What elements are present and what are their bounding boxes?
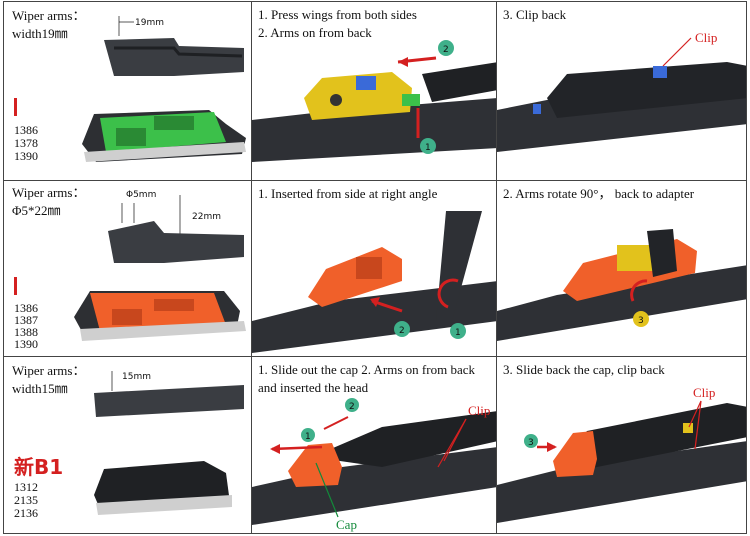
arm-title: Wiper arms： (12, 8, 86, 23)
model-code: 1390 (14, 337, 38, 351)
model-code: 1386 (14, 301, 38, 315)
svg-text:1: 1 (305, 432, 311, 442)
step-illustration: 2 1 (252, 40, 496, 162)
row3-step-b-panel: 3. Slide back the cap, clip back 3 Clip (496, 356, 747, 534)
model-code: 1390 (14, 149, 38, 163)
step-text: 3. Clip back (503, 7, 567, 22)
dim-label: 22mm (192, 212, 221, 222)
step-illustration: Clip (497, 30, 746, 152)
dim-label: 15mm (122, 372, 151, 382)
svg-text:3: 3 (528, 438, 534, 448)
svg-text:2: 2 (349, 402, 355, 412)
dim-label: Φ5mm (126, 190, 156, 200)
model-code: 2136 (14, 506, 38, 520)
svg-text:1: 1 (455, 328, 461, 338)
model-code: 1386 (14, 123, 38, 137)
clip-callout: Clip (693, 385, 715, 400)
row3-arm-panel: Wiper arms： width15㎜ 15mm 新B1 1312 2135 … (3, 356, 252, 534)
step-marker (450, 323, 466, 339)
arm-size: width15㎜ (12, 381, 68, 396)
arm-size: width19㎜ (12, 26, 68, 41)
model-marker (14, 277, 17, 295)
row1-step-b-panel: 3. Clip back Clip (496, 1, 747, 181)
model-marker (14, 98, 17, 116)
step-illustration: 2 1 (252, 211, 496, 353)
svg-text:1: 1 (425, 143, 431, 153)
step-marker (524, 434, 538, 448)
row3-step-a-panel: 1. Slide out the cap 2. Arms on from bac… (251, 356, 497, 534)
model-code: 1387 (14, 313, 38, 327)
svg-text:2: 2 (399, 326, 405, 336)
arm-pin-diagram: Φ5mm 22mm (74, 190, 246, 341)
step-marker (394, 321, 410, 337)
model-code: 1388 (14, 325, 38, 339)
step-marker (345, 398, 359, 412)
step-marker (420, 138, 436, 154)
step-illustration: 3 Clip (497, 385, 746, 523)
svg-text:2: 2 (443, 45, 449, 55)
clip-callout: Clip (468, 403, 490, 418)
row2-step-a-panel: 1. Inserted from side at right angle 2 1 (251, 180, 497, 357)
step-marker (301, 428, 315, 442)
step-text: 3. Slide back the cap, clip back (503, 362, 665, 377)
model-code: 2135 (14, 493, 38, 507)
model-code: 1378 (14, 136, 38, 150)
cap-callout: Cap (336, 517, 357, 532)
row2-step-b-panel: 2. Arms rotate 90°， back to adapter 3 (496, 180, 747, 357)
step-illustration: 3 (497, 229, 746, 341)
step-text: 1. Inserted from side at right angle (258, 186, 438, 201)
step-text: 2. Arms on from back (258, 25, 372, 40)
svg-text:3: 3 (638, 316, 644, 326)
arm-title: Wiper arms： (12, 363, 86, 378)
arm-size: Φ5*22㎜ (12, 203, 61, 218)
step-marker (633, 311, 649, 327)
clip-callout: Clip (695, 30, 717, 45)
arm-width-diagram: 15mm (94, 371, 244, 515)
dim-label: 19mm (135, 18, 164, 28)
step-text: 1. Slide out the cap 2. Arms on from bac… (258, 362, 475, 395)
new-model-badge: 新B1 (14, 455, 64, 479)
row2-arm-panel: Wiper arms： Φ5*22㎜ Φ5mm 22mm 1386 1387 1… (3, 180, 252, 357)
arm-title: Wiper arms： (12, 185, 86, 200)
step-text: 2. Arms rotate 90°， back to adapter (503, 186, 695, 201)
step-text: 1. Press wings from both sides (258, 7, 417, 22)
row1-arm-panel: Wiper arms： width19㎜ 19mm 1386 1378 1390 (3, 1, 252, 181)
row1-step-a-panel: 1. Press wings from both sides 2. Arms o… (251, 1, 497, 181)
step-marker (438, 40, 454, 56)
installation-guide-grid: Wiper arms： width19㎜ 19mm 1386 1378 1390… (3, 1, 747, 534)
step-illustration: 1 2 Clip Cap (252, 398, 496, 532)
arm-width-diagram: 19mm (82, 16, 246, 162)
model-code: 1312 (14, 480, 38, 494)
